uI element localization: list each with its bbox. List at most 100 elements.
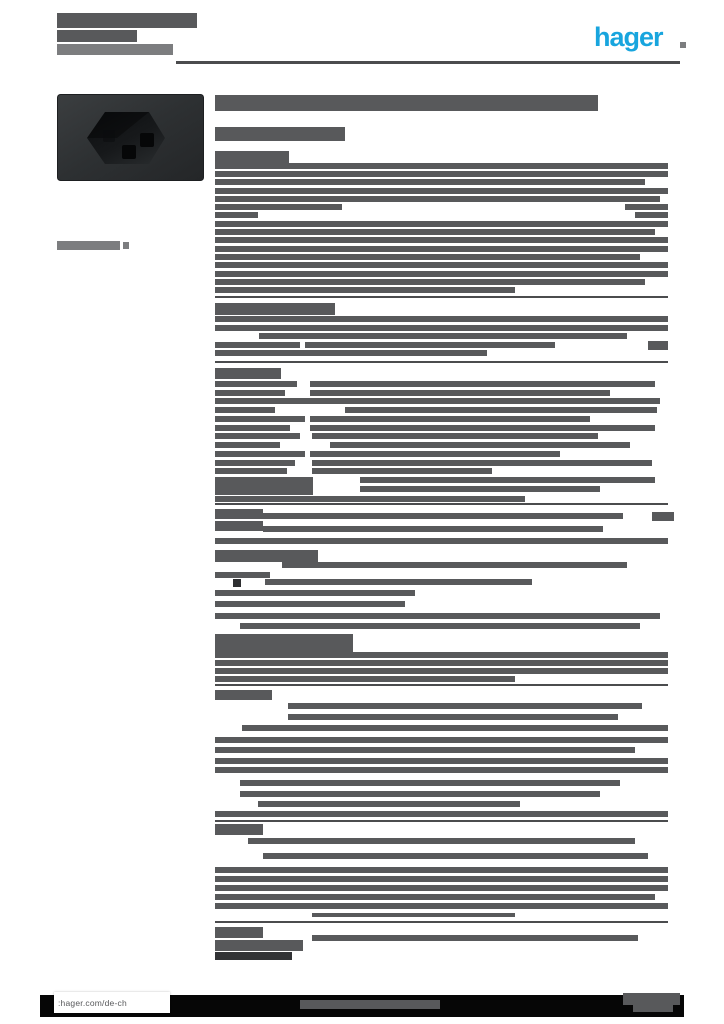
redacted-text-line [215,325,668,331]
redacted-text-line [623,993,680,1005]
redacted-text-line [215,350,487,356]
redacted-text-line [215,188,668,194]
redacted-text-line [652,512,674,521]
redacted-text-line [215,163,668,169]
redacted-text-line [248,838,635,844]
redacted-heading [57,13,197,28]
redacted-text-line [215,903,668,909]
redacted-text-line [265,579,532,585]
socket-shadow [87,112,149,138]
redacted-text-line [215,204,342,210]
redacted-text-light [123,242,129,249]
redacted-text-line [215,212,258,218]
redacted-text-line [215,572,270,578]
redacted-text-line [215,442,280,448]
socket-hole-right [140,133,154,147]
redacted-text-line [240,780,620,786]
redacted-text-line [215,894,655,900]
redacted-heading [215,521,263,531]
redacted-text-line [215,433,300,439]
redacted-text-line [240,791,600,797]
redacted-heading [215,95,598,111]
redacted-text-line [215,613,660,619]
redacted-text-line [215,601,405,607]
divider-rule [215,820,668,822]
redacted-text-line [360,486,600,492]
socket-hex-recess [87,112,165,164]
redacted-heading [215,927,263,938]
socket-hole-bottom [122,145,136,159]
redacted-text-line [633,1005,673,1012]
redacted-text-line [215,460,295,466]
divider-rule [176,61,680,64]
redacted-text-line [215,668,668,674]
hager-logo: hager [594,22,664,52]
redacted-text-line [259,333,627,339]
redacted-heading [215,550,318,562]
redacted-text-line [215,271,668,277]
redacted-text-line [312,460,652,466]
redacted-text-line [288,714,618,720]
redacted-text-line [215,229,655,235]
redacted-text-line [215,196,660,202]
redacted-text-line [215,179,645,185]
redacted-text-line [215,287,515,293]
redacted-heading [215,477,313,495]
list-bullet [233,579,241,587]
redacted-text-line [215,254,640,260]
redacted-text-line [215,747,635,753]
redacted-text-line [310,416,590,422]
redacted-text-light [57,241,120,250]
redacted-text-line [215,407,275,413]
redacted-text-line [215,425,290,431]
hager-logo-text: hager [594,22,664,52]
redacted-text-line [288,398,660,404]
redacted-text-line [242,725,668,731]
redacted-text-line [282,562,627,568]
redacted-text-light [57,44,173,55]
redacted-text-line [330,442,630,448]
redacted-text-line [215,279,645,285]
redacted-text-line [215,246,668,252]
redacted-text-line [312,913,515,917]
redacted-text-line [240,623,640,629]
redacted-heading [215,824,263,835]
redacted-text-line [215,451,305,457]
redacted-heading [215,303,335,315]
redacted-text-line [215,538,668,544]
redacted-text-line [215,652,668,658]
redacted-text-line [263,526,603,532]
redacted-heading [57,30,137,42]
redacted-text-line [215,237,668,243]
redacted-heading [215,368,281,379]
redacted-text-line [263,513,623,519]
redacted-heading [215,151,289,163]
redacted-text-line [300,1000,440,1009]
redacted-text-line [625,204,668,210]
redacted-text-line [312,935,638,941]
product-photo [57,94,204,181]
redacted-heading [215,634,353,652]
divider-rule [215,361,668,363]
redacted-text-line [305,342,555,348]
redacted-heading [215,690,272,700]
redacted-text-line [310,381,655,387]
redacted-text-line [215,316,668,322]
redacted-text-line [215,811,668,817]
redacted-text-line [215,381,297,387]
redacted-text-line [215,867,668,873]
redacted-text-line [215,885,668,891]
redacted-heading [215,127,345,141]
redacted-text-line [312,468,492,474]
divider-rule [215,684,668,686]
footer-url-box: :hager.com/de-ch [54,992,170,1013]
redacted-text-line [215,758,668,764]
redacted-text-line [215,767,668,773]
redacted-text-line [215,416,305,422]
redacted-text-line [215,660,668,666]
redacted-text-line [263,853,648,859]
redacted-text-line [312,433,598,439]
redacted-text-line [215,468,287,474]
socket-hole-left [103,130,115,142]
